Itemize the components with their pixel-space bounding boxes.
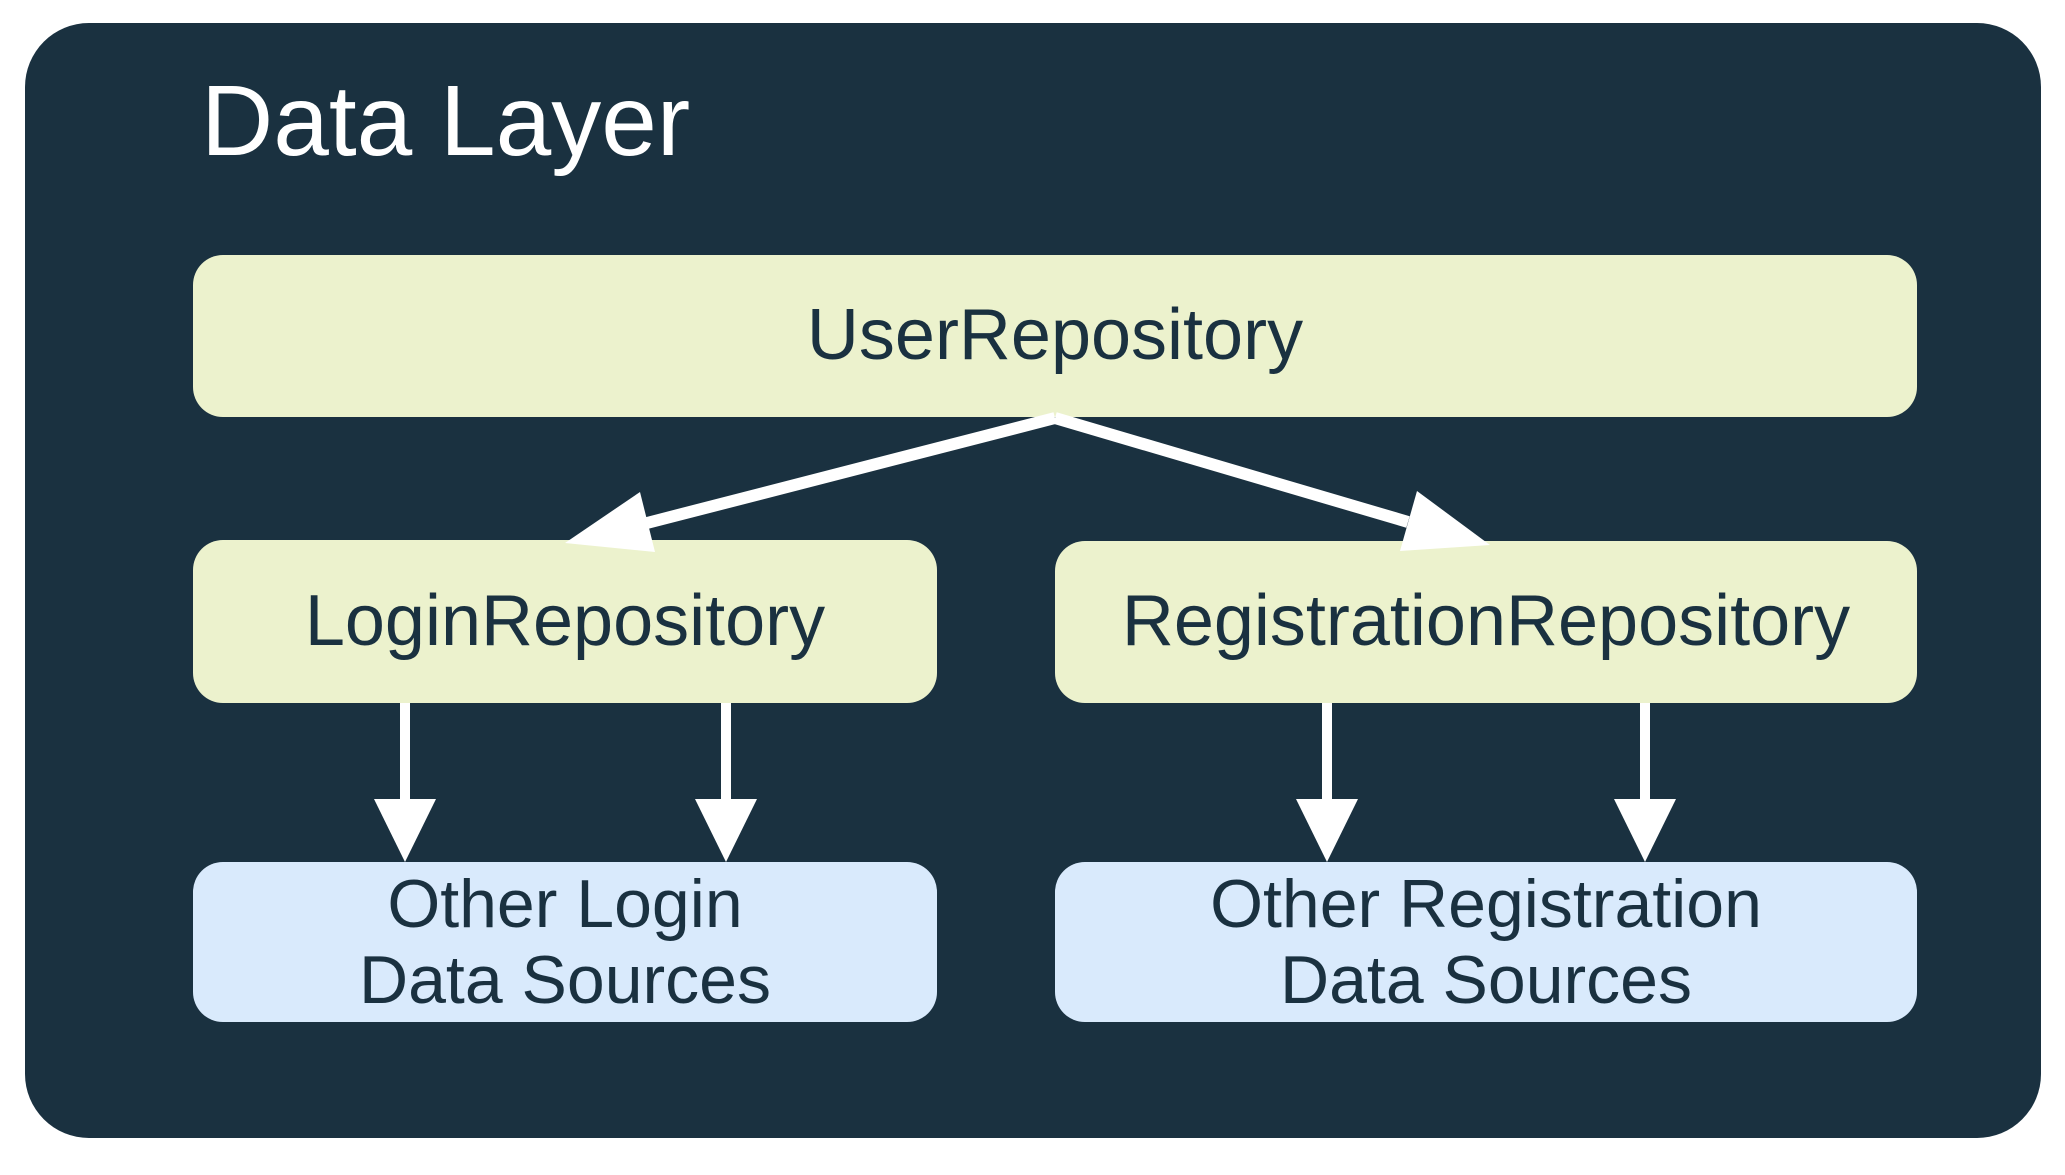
arrow-login-to-sources-right-icon [695,703,757,862]
node-user-repository-label: UserRepository [806,295,1304,376]
node-login-repository: LoginRepository [193,540,937,703]
arrow-registration-to-sources-left-icon [1296,703,1358,862]
arrow-login-to-sources-left-icon [374,703,436,862]
diagram-title: Data Layer [201,65,691,177]
arrow-registration-to-sources-right-icon [1614,703,1676,862]
node-other-login-line1: Other Login [387,866,743,942]
node-other-login-data-sources: Other Login Data Sources [193,862,937,1022]
node-registration-repository-label: RegistrationRepository [1121,581,1851,662]
node-other-registration-data-sources: Other Registration Data Sources [1055,862,1917,1022]
node-user-repository: UserRepository [193,255,1917,417]
node-other-registration-line1: Other Registration [1210,866,1762,942]
node-registration-repository: RegistrationRepository [1055,541,1917,703]
node-other-login-line2: Data Sources [359,942,771,1018]
node-login-repository-label: LoginRepository [304,580,826,661]
node-other-registration-line2: Data Sources [1280,942,1692,1018]
arrow-user-to-login-icon [565,412,1057,552]
arrow-user-to-registration-icon [1053,412,1490,551]
data-layer-container: Data Layer UserRepository LoginRepositor… [25,23,2041,1138]
